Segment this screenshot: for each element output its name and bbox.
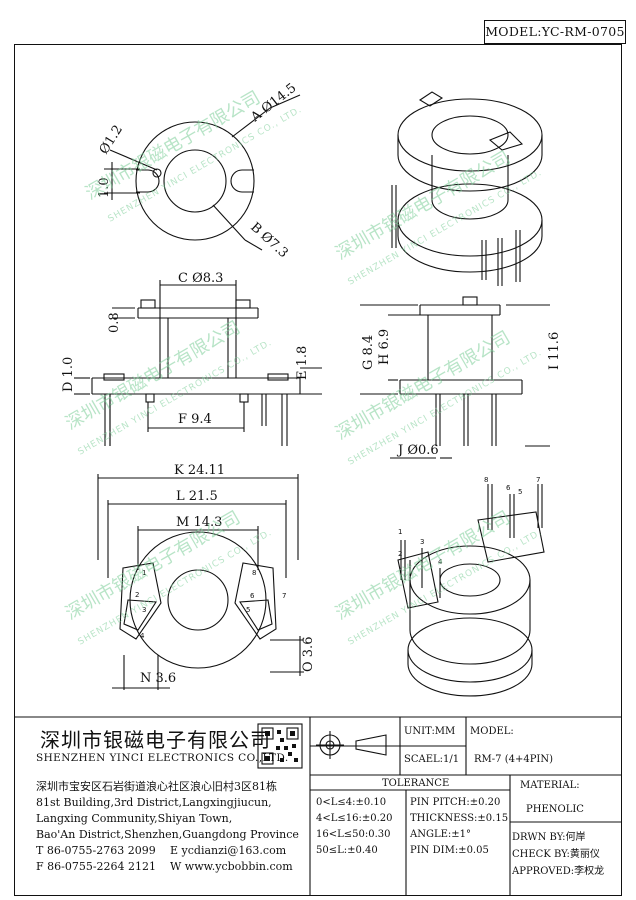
- pin-number: 6: [250, 592, 255, 600]
- dim-I: I 11.6: [547, 332, 562, 370]
- dim-slot: 1.0: [97, 177, 112, 198]
- approved-by: APPROVED:李权龙: [512, 866, 605, 877]
- material-title: MATERIAL:: [520, 780, 580, 791]
- scale-label: SCAEL:1/1: [404, 754, 460, 765]
- pin-number: 2: [135, 591, 139, 599]
- front-view: [74, 280, 322, 446]
- pin-number: 1: [398, 528, 402, 536]
- model-value: RM-7 (4+4PIN): [474, 754, 554, 765]
- dim-K: K 24.11: [174, 463, 225, 478]
- company-name-en: SHENZHEN YINCI ELECTRONICS CO.,LTD.: [36, 752, 289, 764]
- pin-number: 4: [140, 632, 145, 640]
- dim-H: H 6.9: [377, 329, 392, 365]
- check-by: CHECK BY:黄丽仪: [512, 849, 600, 860]
- side-view: [360, 296, 550, 459]
- pin-number: 5: [518, 488, 522, 496]
- dim-hole: Ø1.2: [97, 123, 126, 158]
- unit-label: UNIT:MM: [404, 726, 456, 737]
- pin-number: 7: [282, 592, 286, 600]
- pin-numbers-iso-view: 1 2 3 4 5 6 7 8: [398, 476, 540, 566]
- pin-numbers-bottom-view: 1 2 3 4 5 6 7 8: [135, 569, 286, 640]
- address-cn: 深圳市宝安区石岩街道浪心社区浪心旧村3区81栋: [36, 780, 277, 793]
- pin-number: 7: [536, 476, 540, 484]
- tolerance-row: 0<L≤4:±0.10: [316, 797, 387, 808]
- dim-F: F 9.4: [178, 412, 212, 427]
- dim-N: N 3.6: [140, 671, 176, 686]
- dim-G: G 8.4: [361, 335, 376, 370]
- drawn-by: DRWN BY:何岸: [512, 832, 586, 843]
- pin-number: 8: [484, 476, 488, 484]
- website: W www.ycbobbin.com: [170, 860, 293, 873]
- address-en-1: 81st Building,3rd District,Langxingjiucu…: [36, 796, 272, 809]
- pin-tolerance-row: PIN PITCH:±0.20: [410, 797, 501, 808]
- pin-number: 8: [252, 569, 256, 577]
- isometric-view-bottom: [397, 484, 545, 697]
- pin-number: 5: [246, 606, 250, 614]
- dim-E: E 1.8: [295, 346, 310, 380]
- pin-tolerance-row: PIN DIM:±0.05: [410, 845, 489, 856]
- company-name-cn: 深圳市银磁电子有限公司: [40, 728, 271, 752]
- pin-tolerance-row: ANGLE:±1°: [410, 829, 472, 840]
- qr-code: [265, 730, 298, 762]
- tolerance-row: 50≤L:±0.40: [316, 845, 378, 856]
- drawing-frame: [14, 44, 622, 896]
- pin-number: 4: [438, 558, 443, 566]
- pin-number: 2: [398, 550, 402, 558]
- address-en-3: Bao'An District,Shenzhen,Guangdong Provi…: [36, 828, 299, 841]
- fax: F 86-0755-2264 2121: [36, 860, 157, 873]
- tolerance-row: 4<L≤16:±0.20: [316, 813, 393, 824]
- dim-M: M 14.3: [176, 515, 222, 530]
- pin-number: 6: [506, 484, 511, 492]
- dim-D: D 1.0: [61, 357, 76, 392]
- dim-B: B Ø7.3: [247, 220, 291, 261]
- dim-flange: 0.8: [107, 312, 122, 333]
- tolerance-title: TOLERANCE: [382, 778, 450, 789]
- material-value: PHENOLIC: [526, 804, 584, 815]
- telephone: T 86-0755-2763 2099: [36, 844, 156, 857]
- top-view: [104, 94, 301, 251]
- pin-number: 1: [142, 569, 146, 577]
- model-title: MODEL:: [470, 726, 514, 737]
- tolerance-row: 16<L≤50:0.30: [316, 829, 391, 840]
- pin-number: 3: [420, 538, 424, 546]
- title-block-grid: [14, 716, 622, 896]
- email: E ycdianzi@163.com: [170, 844, 287, 857]
- pin-tolerance-row: THICKNESS:±0.15: [410, 813, 509, 824]
- dim-C: C Ø8.3: [178, 271, 223, 286]
- model-label: MODEL:YC-RM-0705: [484, 20, 626, 44]
- dim-O: O 3.6: [301, 637, 316, 672]
- isometric-view-top: [391, 91, 543, 286]
- dim-J: J Ø0.6: [396, 443, 439, 458]
- address-en-2: Langxing Community,Shiyan Town,: [36, 812, 233, 825]
- dim-L: L 21.5: [176, 489, 218, 504]
- pin-number: 3: [142, 606, 146, 614]
- bottom-view: [97, 474, 304, 690]
